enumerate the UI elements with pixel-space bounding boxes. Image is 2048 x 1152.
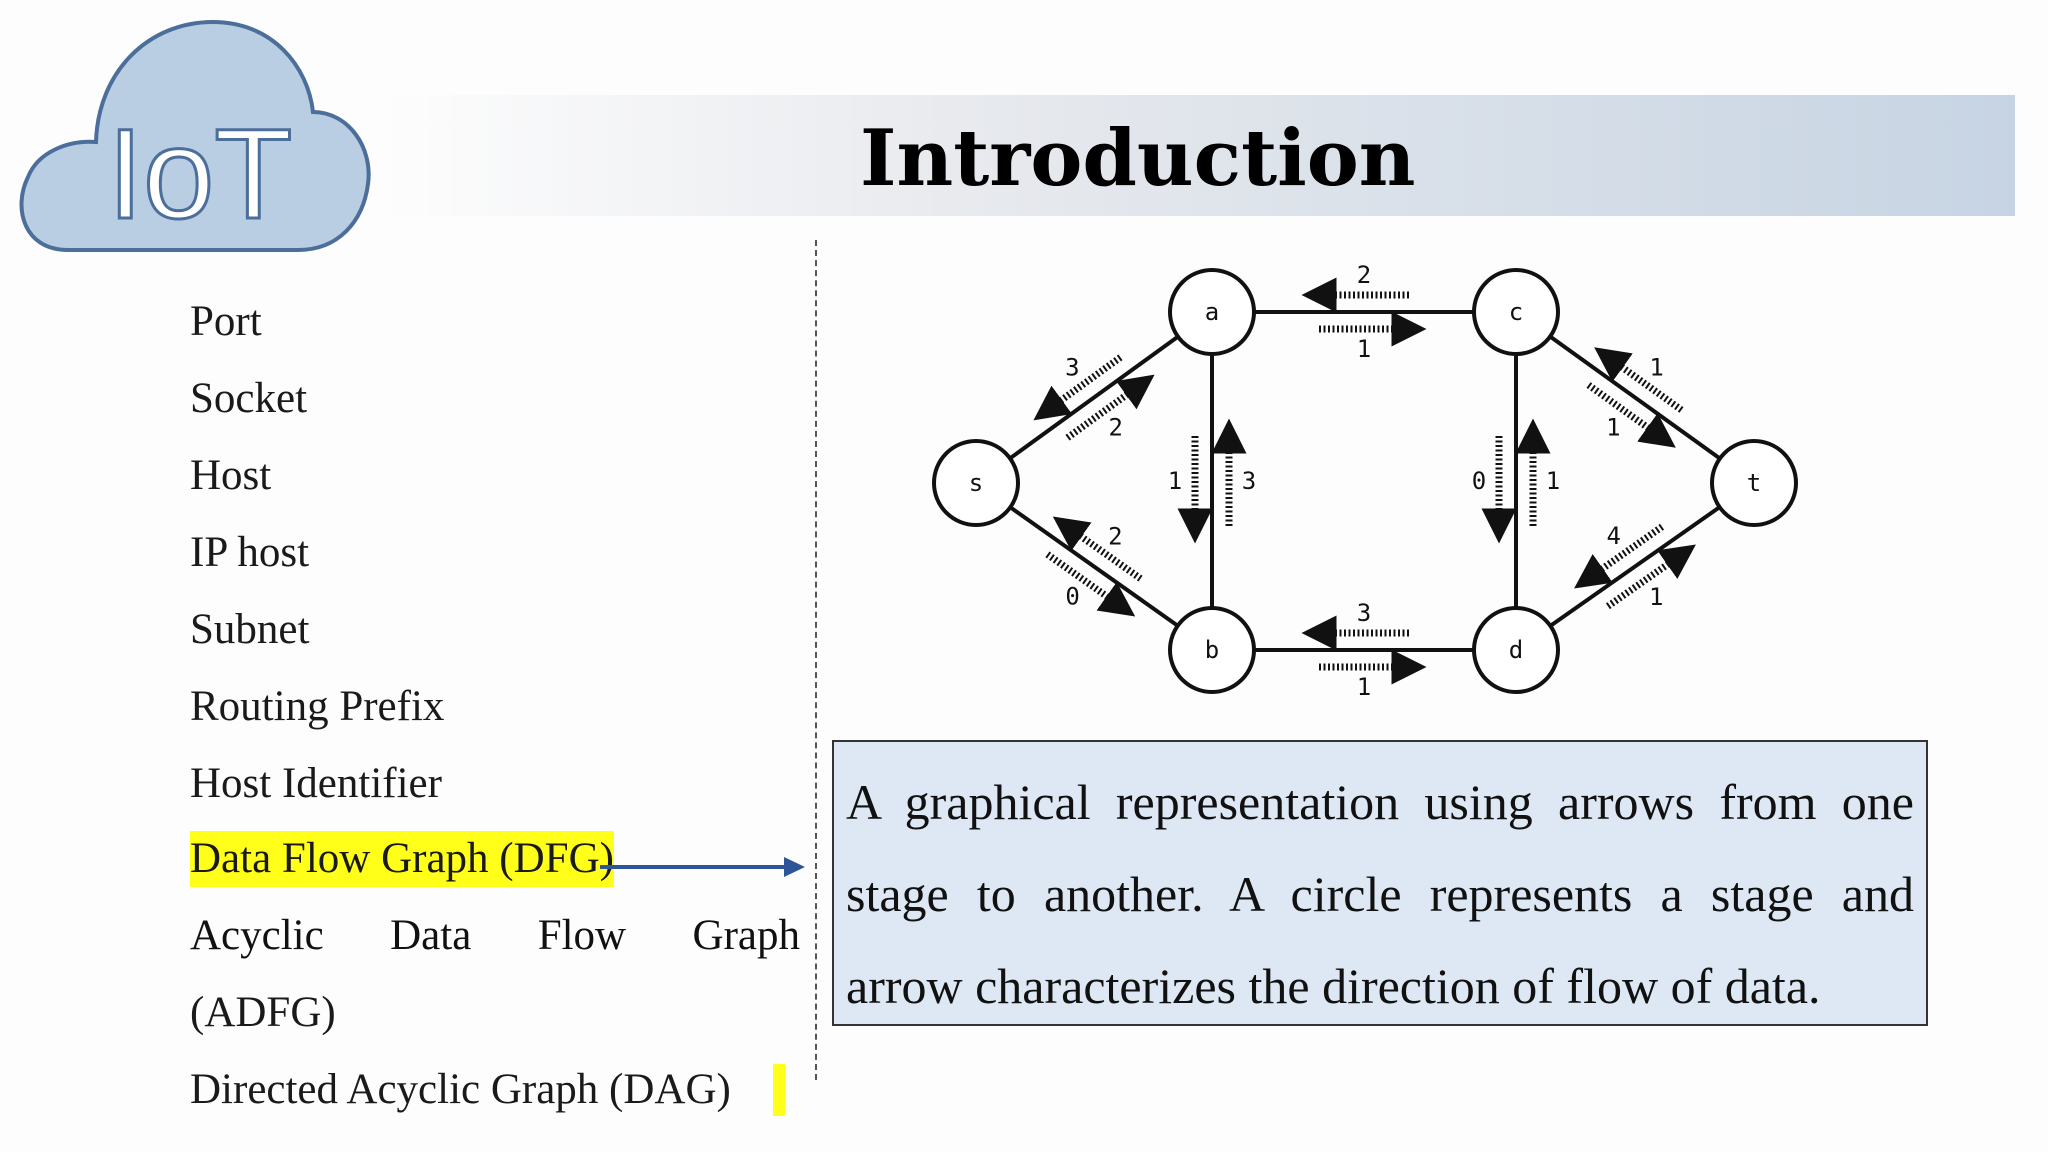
flow-label: 3 — [1357, 599, 1371, 627]
topic-socket: Socket — [190, 375, 308, 422]
adfg-word: Data — [390, 912, 472, 959]
graph-edge — [1548, 334, 1722, 461]
node-label: c — [1509, 298, 1523, 326]
flow-arrow — [1574, 523, 1665, 589]
logo-text: IoT — [108, 103, 293, 246]
flow-label: 2 — [1108, 413, 1122, 441]
node-label: b — [1205, 636, 1219, 664]
pointer-arrow — [600, 857, 805, 877]
flow-label: 2 — [1357, 261, 1371, 289]
flow-arrow — [1052, 516, 1143, 582]
topic-host: Host — [190, 452, 272, 499]
graph-edge — [1008, 335, 1180, 460]
flow-label: 3 — [1242, 467, 1256, 495]
adfg-word: Flow — [537, 912, 627, 959]
graph-node — [932, 439, 1020, 527]
flow-arrow — [1586, 382, 1676, 448]
flow-label: 1 — [1168, 467, 1182, 495]
topic-routing-prefix: Routing Prefix — [190, 683, 445, 730]
data-flow-graph-diagram: 2 3 0 2 1 2 1 3 0 1 1 3 1 1 1 4 s a b c d t — [932, 261, 1798, 701]
title-bar — [380, 95, 2015, 216]
page-title: Introduction — [860, 113, 1416, 204]
topic-ip-host: IP host — [190, 529, 310, 576]
node-label: t — [1747, 469, 1761, 497]
topic-subnet: Subnet — [190, 606, 310, 653]
flow-label: 2 — [1108, 522, 1122, 550]
flow-label: 1 — [1649, 353, 1663, 381]
flow-arrow — [1594, 347, 1684, 413]
node-label: s — [969, 469, 983, 497]
topic-host-identifier: Host Identifier — [190, 760, 442, 807]
graph-edge — [1009, 505, 1179, 628]
graph-edge — [1549, 505, 1721, 628]
highlight-marker — [773, 1064, 785, 1116]
flow-label: 4 — [1607, 522, 1621, 550]
column-divider — [815, 240, 817, 1080]
flow-arrow — [1605, 544, 1696, 610]
iot-cloud-logo: IoT — [19, 19, 371, 252]
flow-arrow — [1033, 354, 1123, 421]
flow-label: 3 — [1065, 354, 1079, 382]
definition-box — [832, 740, 1928, 1026]
node-label: d — [1509, 636, 1523, 664]
adfg-word: Acyclic — [190, 912, 324, 959]
flow-arrow — [1065, 374, 1155, 441]
flow-label: 0 — [1472, 467, 1486, 495]
topic-port: Port — [190, 298, 262, 345]
flow-label: 1 — [1606, 414, 1620, 442]
topic-acyclic-data-flow-graph: Acyclic Data Flow Graph — [190, 908, 800, 964]
flow-arrow — [1045, 551, 1136, 617]
node-label: a — [1205, 298, 1219, 326]
flow-label: 1 — [1357, 673, 1371, 701]
flow-label: 0 — [1065, 583, 1079, 611]
topic-directed-acyclic-graph: Directed Acyclic Graph (DAG) — [190, 1066, 731, 1113]
graph-node — [1472, 606, 1560, 694]
definition-text: A graphical representation using arrows … — [846, 774, 1914, 1014]
topic-data-flow-graph: Data Flow Graph (DFG) — [190, 831, 614, 887]
flow-label: 1 — [1649, 583, 1663, 611]
flow-label: 1 — [1357, 335, 1371, 363]
flow-label: 1 — [1546, 467, 1560, 495]
graph-node — [1168, 606, 1256, 694]
cloud-shape — [19, 19, 371, 252]
graph-node — [1710, 439, 1798, 527]
topic-adfg-continuation: (ADFG) — [190, 989, 336, 1036]
adfg-word: Graph — [692, 912, 800, 959]
graph-node — [1168, 268, 1256, 356]
graph-node — [1472, 268, 1560, 356]
